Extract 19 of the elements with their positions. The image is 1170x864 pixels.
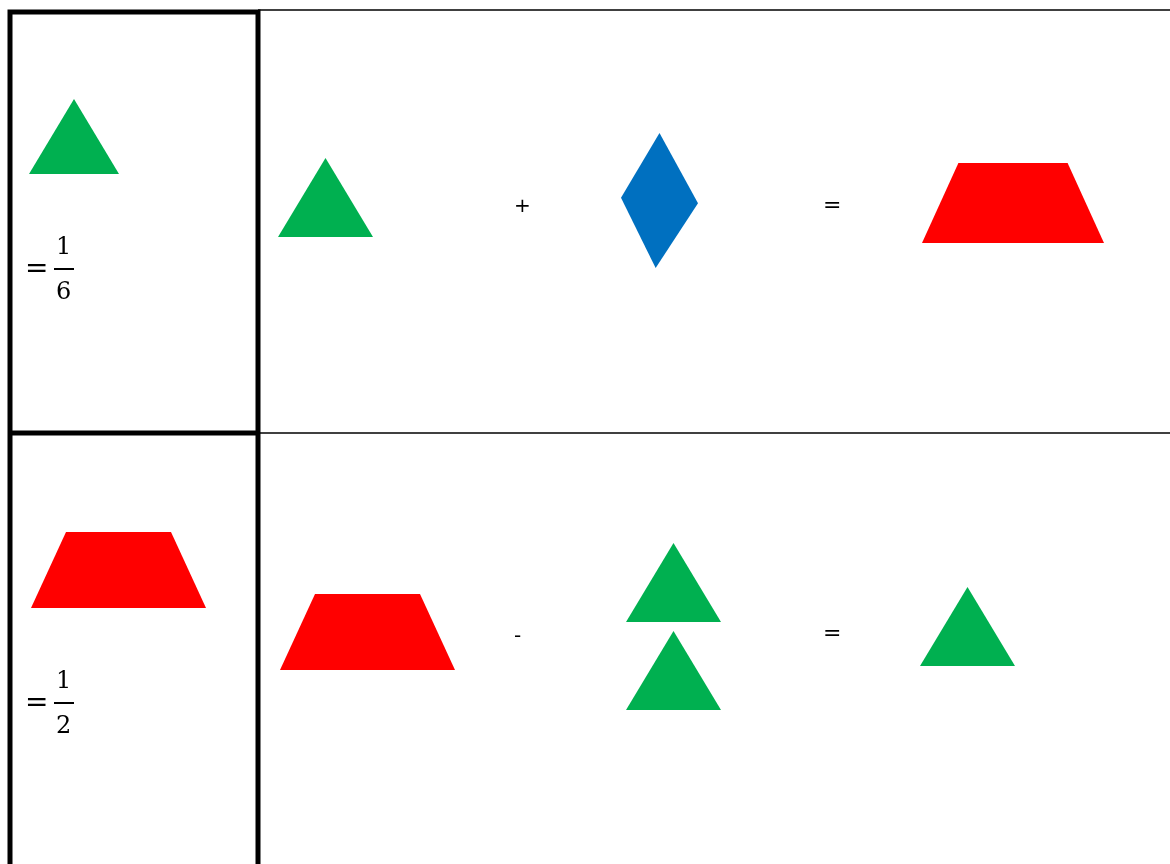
fraction-denominator: 2 bbox=[56, 713, 72, 737]
trapezoid bbox=[31, 532, 206, 608]
trapezoid bbox=[922, 163, 1104, 243]
minus-sign: - bbox=[514, 625, 522, 645]
triangle bbox=[29, 99, 119, 174]
fraction-denominator: 6 bbox=[56, 279, 72, 303]
triangle bbox=[626, 631, 721, 710]
plus-sign: + bbox=[514, 195, 531, 215]
equals-sign: = bbox=[823, 622, 842, 644]
triangle bbox=[920, 587, 1015, 666]
equals-sign: = bbox=[25, 254, 49, 282]
rhombus bbox=[621, 133, 698, 268]
fraction-numerator: 1 bbox=[56, 668, 72, 692]
equals-sign: = bbox=[25, 688, 49, 716]
trapezoid bbox=[280, 594, 455, 670]
fraction-numerator: 1 bbox=[56, 234, 72, 258]
triangle bbox=[626, 543, 721, 622]
equals-sign: = bbox=[823, 194, 842, 216]
triangle bbox=[278, 158, 373, 237]
